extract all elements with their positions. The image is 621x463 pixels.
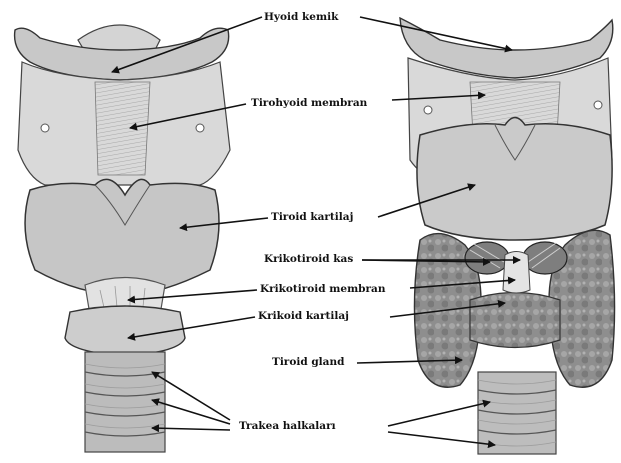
leader-trachea-right-1 bbox=[388, 402, 490, 426]
thyroid-cartilage-right bbox=[417, 118, 612, 241]
label-cricoid-cartilage: Krikoid kartilaj bbox=[257, 310, 350, 323]
cricothyroid-membrane-right bbox=[503, 252, 530, 294]
trachea-right bbox=[478, 372, 556, 454]
label-thyroid-gland: Tiroid gland bbox=[271, 356, 345, 369]
label-trachea-rings: Trakea halkaları bbox=[238, 420, 337, 433]
cricothyroid-muscle-left bbox=[465, 242, 509, 274]
foramen-right-b bbox=[594, 101, 602, 109]
thyroid-isthmus bbox=[470, 293, 560, 348]
foramen-left-b bbox=[196, 124, 204, 132]
trachea-left bbox=[85, 352, 165, 452]
label-cricothyroid-membrane: Krikotiroid membran bbox=[259, 283, 387, 296]
left-larynx-view bbox=[15, 25, 230, 452]
label-cricothyroid-muscle: Krikotiroid kas bbox=[263, 253, 354, 266]
foramen-left-a bbox=[41, 124, 49, 132]
label-hyoid-bone: Hyoid kemik bbox=[263, 11, 339, 24]
label-thyroid-cartilage: Tiroid kartilaj bbox=[270, 211, 354, 224]
thyrohyoid-ligament-left bbox=[95, 82, 150, 175]
foramen-right-a bbox=[424, 106, 432, 114]
right-larynx-view bbox=[400, 18, 615, 454]
label-thyrohyoid-membrane: Tirohyoid membran bbox=[250, 97, 368, 110]
cricothyroid-muscle-right bbox=[523, 242, 567, 274]
